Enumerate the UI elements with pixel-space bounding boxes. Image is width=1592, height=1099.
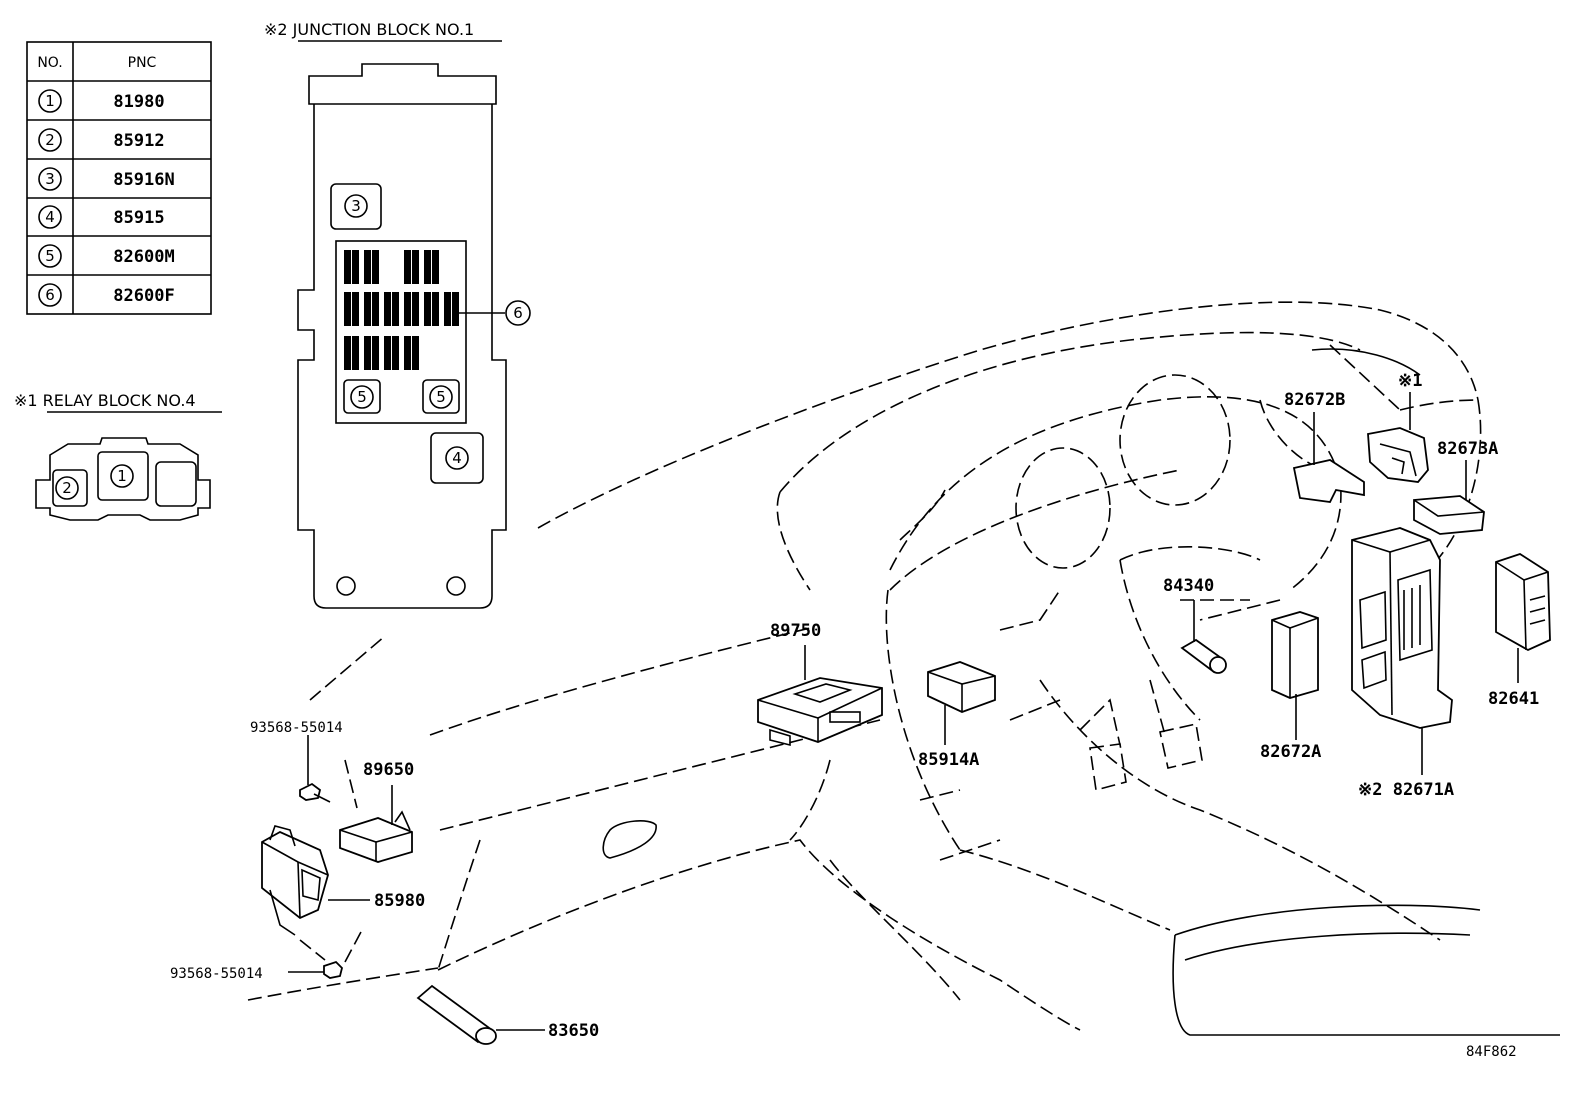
part-85980: 85980	[261, 825, 425, 963]
callout-1: 1	[117, 467, 127, 485]
part-screw-top: 93568-55014	[250, 720, 358, 809]
part-label-screw-top: 93568-55014	[250, 720, 343, 736]
note-relay-block: ※1	[1398, 371, 1422, 391]
table-row-pnc: 82600F	[113, 286, 174, 306]
part-84340: 84340	[1163, 576, 1227, 674]
callout-2: 2	[62, 479, 72, 497]
figure-code: 84F862	[1466, 1044, 1517, 1060]
part-screw-bottom: 93568-55014	[170, 960, 343, 982]
part-label-84340: 84340	[1163, 576, 1214, 596]
part-label-screw-bottom: 93568-55014	[170, 966, 263, 982]
table-row-no: 4	[45, 208, 55, 226]
callout-6: 6	[513, 304, 523, 322]
part-relay-block-no4: ※1	[1367, 371, 1429, 483]
part-82672A: 82672A	[1260, 611, 1321, 762]
part-83650: 83650	[416, 984, 599, 1045]
part-label-82671A: ※2 82671A	[1358, 780, 1454, 800]
table-header-no: NO.	[37, 55, 62, 71]
part-label-89650: 89650	[363, 760, 414, 780]
table-row-no: 6	[45, 286, 55, 304]
table-row-pnc: 85916N	[113, 170, 174, 190]
table-row-no: 5	[45, 247, 55, 265]
part-82673A: 82673A	[1413, 439, 1498, 535]
callout-5: 5	[436, 388, 446, 406]
part-label-85980: 85980	[374, 891, 425, 911]
table-row-pnc: 85915	[113, 208, 164, 228]
junction-block: ※2 JUNCTION BLOCK NO.1 3 5 5	[264, 20, 531, 609]
table-row-no: 1	[45, 92, 55, 110]
table-row-no: 3	[45, 170, 55, 188]
callout-3: 3	[351, 197, 361, 215]
part-85914A: 85914A	[918, 661, 996, 770]
callout-5: 5	[357, 388, 367, 406]
part-label-83650: 83650	[548, 1021, 599, 1041]
table-row-pnc: 85912	[113, 131, 164, 151]
junction-block-title: ※2 JUNCTION BLOCK NO.1	[264, 20, 474, 39]
relay-block-title: ※1 RELAY BLOCK NO.4	[14, 391, 196, 410]
part-82641: 82641	[1488, 553, 1551, 709]
part-label-85914A: 85914A	[918, 750, 979, 770]
table-row-no: 2	[45, 131, 55, 149]
callout-4: 4	[452, 449, 462, 467]
relay-block: ※1 RELAY BLOCK NO.4 2 1	[14, 391, 222, 521]
part-label-89750: 89750	[770, 621, 821, 641]
part-label-82673A: 82673A	[1437, 439, 1498, 459]
part-label-82672B: 82672B	[1284, 390, 1345, 410]
part-82671A: ※2 82671A	[1351, 527, 1454, 800]
part-label-82641: 82641	[1488, 689, 1539, 709]
part-89750: 89750	[757, 621, 883, 747]
part-89650: 89650	[339, 760, 414, 863]
table-row-pnc: 81980	[113, 92, 164, 112]
pnc-table: NO. PNC 1 81980 2 85912 3 85916N 4 85915…	[26, 41, 212, 315]
part-label-82672A: 82672A	[1260, 742, 1321, 762]
pedals	[1079, 679, 1203, 792]
part-82672B: 82672B	[1284, 390, 1365, 503]
table-row-pnc: 82600M	[113, 247, 174, 267]
table-header-pnc: PNC	[128, 55, 157, 71]
